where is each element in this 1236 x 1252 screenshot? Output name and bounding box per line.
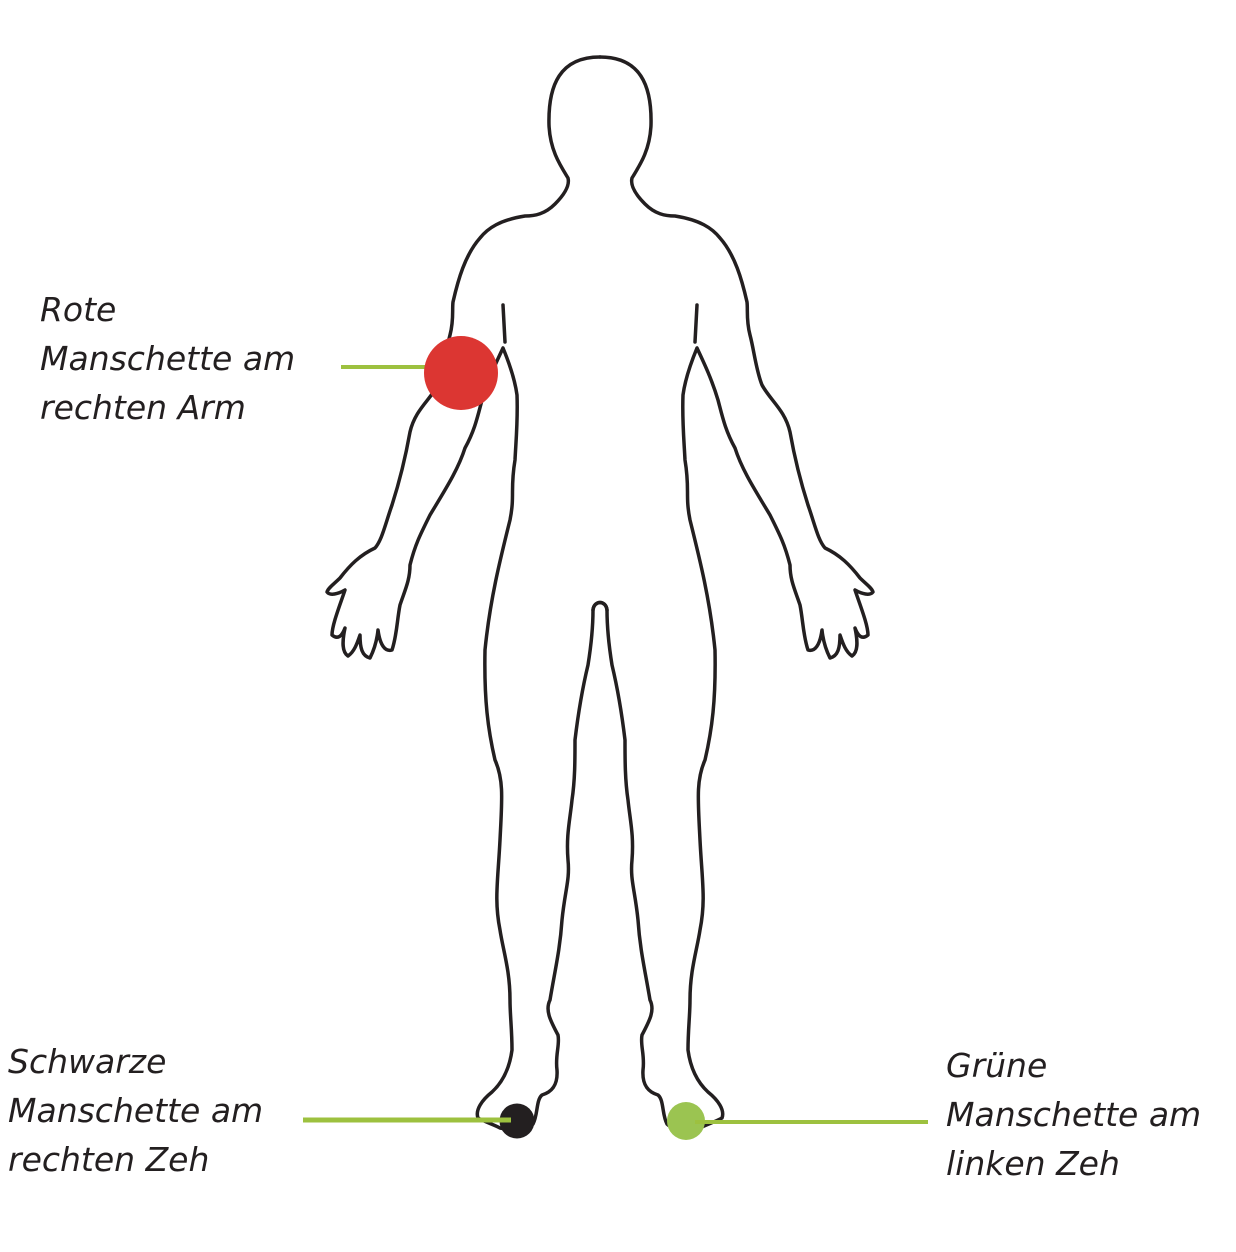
label-line: Manschette am <box>8 1091 264 1130</box>
label-line: Manschette am <box>40 339 296 378</box>
label-line: Grüne <box>946 1046 1048 1085</box>
label-line: rechten Arm <box>40 388 246 427</box>
green-cuff-label: Grüne Manschette am linken Zeh <box>946 1041 1201 1188</box>
black-cuff-label: Schwarze Manschette am rechten Zeh <box>8 1037 263 1184</box>
body-outline <box>591 55 875 1132</box>
label-line: rechten Zeh <box>8 1140 210 1179</box>
label-line: linken Zeh <box>946 1144 1120 1183</box>
red-cuff-marker <box>424 336 498 410</box>
green-cuff-marker <box>667 1102 705 1140</box>
black-cuff-marker <box>499 1103 535 1139</box>
label-line: Rote <box>40 290 117 329</box>
body-outline-mirror <box>325 55 609 1132</box>
red-cuff-label: Rote Manschette am rechten Arm <box>40 285 295 432</box>
label-line: Schwarze <box>8 1042 167 1081</box>
label-line: Manschette am <box>946 1095 1202 1134</box>
